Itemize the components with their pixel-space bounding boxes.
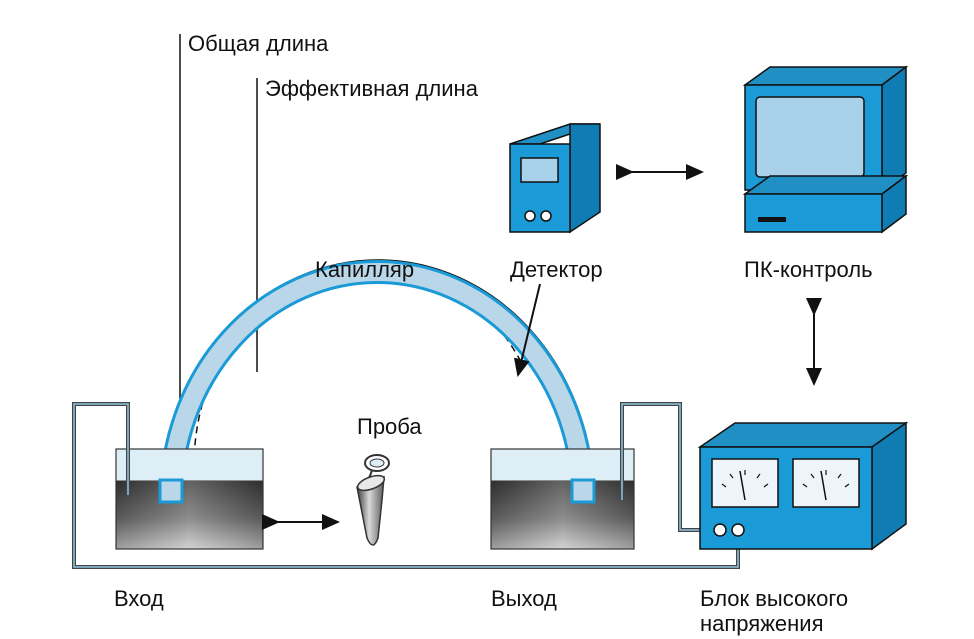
high-voltage-label-line1: Блок высокого (700, 586, 848, 611)
ammeter-icon (792, 458, 860, 508)
detector-label: Детектор (510, 257, 603, 282)
pc-control-label: ПК-контроль (744, 257, 873, 282)
electrode-wire (72, 402, 740, 569)
effective-length-label: Эффективная длина (265, 76, 479, 101)
outlet-label: Выход (491, 586, 557, 611)
high-voltage-unit (697, 421, 909, 551)
pc-monitor (742, 65, 909, 192)
detector-box (509, 123, 601, 234)
total-length-label: Общая длина (188, 31, 329, 56)
sample-label: Проба (357, 414, 422, 439)
inlet-label: Вход (114, 586, 164, 611)
capillary-label: Капилляр (315, 257, 414, 282)
high-voltage-label-line2: напряжения (700, 611, 824, 636)
outlet-beaker (490, 448, 635, 550)
pc-base (742, 174, 909, 234)
detector-pointer-arrow (513, 283, 541, 377)
voltmeter-icon (711, 458, 779, 508)
capillary (159, 260, 595, 501)
sample-vial-icon (356, 454, 390, 546)
inlet-beaker (115, 448, 264, 550)
